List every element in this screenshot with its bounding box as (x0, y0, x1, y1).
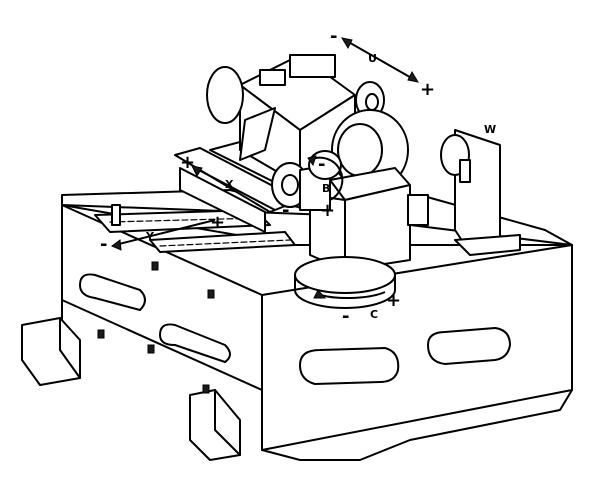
c-axis-rotary (294, 256, 396, 309)
x-plus: + (180, 152, 195, 173)
bolt (147, 344, 155, 354)
bed-front-window-2 (427, 327, 511, 365)
axis-labels: - U + W + X - - Y + - B + - C + (100, 26, 496, 327)
u-plus: + (420, 79, 435, 100)
machine-bed (21, 189, 573, 461)
y-label: Y (145, 230, 155, 243)
bed-side-window-2 (159, 323, 231, 363)
bolt (202, 384, 210, 394)
u-label: U (368, 52, 377, 65)
u-axis-head (206, 54, 409, 191)
axis-arrows (111, 37, 420, 251)
c-minus: - (342, 306, 349, 327)
w-label: W (484, 123, 496, 136)
w-axis-tailstock (440, 129, 521, 256)
c-plus: + (386, 290, 401, 311)
bolt (207, 289, 215, 299)
y-axis-rails (94, 204, 296, 253)
c-label: C (370, 308, 378, 321)
rear-foot-left (21, 317, 81, 386)
bed-front-window-1 (299, 347, 400, 385)
x-minus: - (282, 200, 289, 221)
bolt (97, 329, 105, 339)
y-plus: + (210, 212, 225, 233)
b-plus: + (320, 200, 335, 221)
bolt (151, 261, 159, 271)
x-label: X (225, 178, 234, 191)
b-minus: - (318, 154, 325, 175)
bed-side-window-1 (79, 273, 146, 311)
b-axis-head (271, 150, 429, 271)
y-minus: - (100, 234, 107, 255)
b-label: B (322, 182, 330, 195)
u-minus: - (330, 26, 337, 47)
